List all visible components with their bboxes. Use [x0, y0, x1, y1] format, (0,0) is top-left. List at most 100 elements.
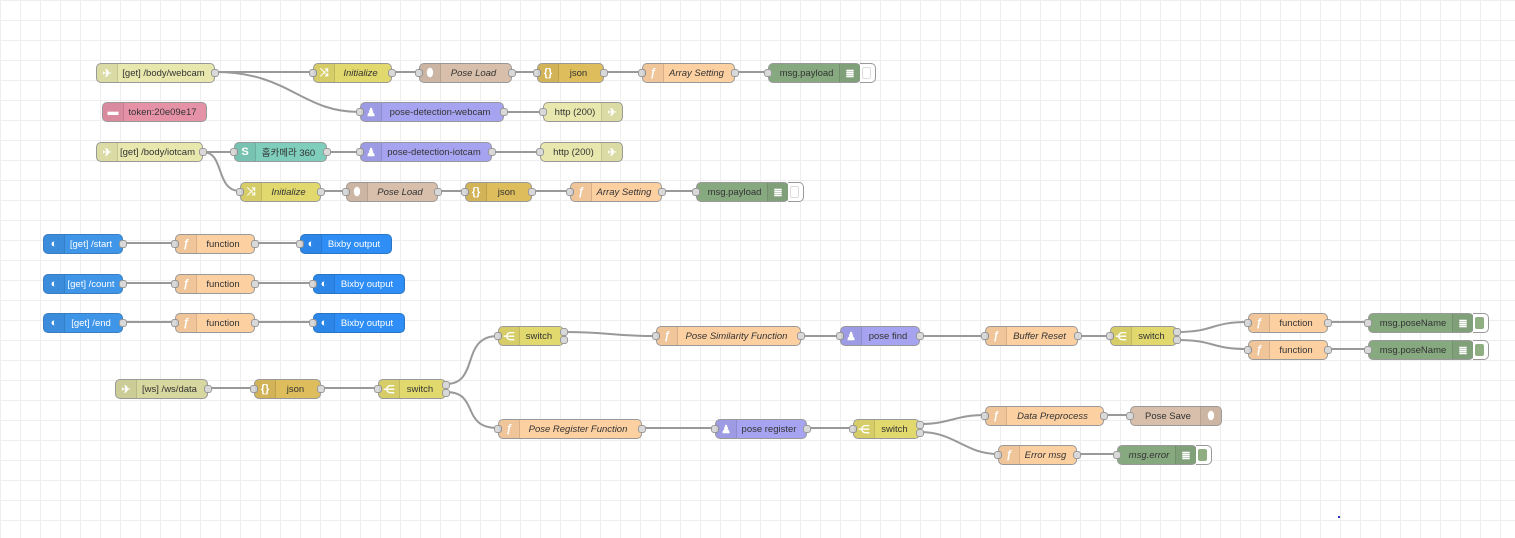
input-port[interactable]	[536, 148, 544, 156]
input-port[interactable]	[692, 188, 700, 196]
input-port[interactable]	[309, 319, 317, 327]
output-port[interactable]	[317, 188, 325, 196]
home-camera-node[interactable]: S 홈카메라 360	[230, 142, 331, 162]
output-port[interactable]	[1173, 328, 1181, 336]
input-port[interactable]	[1113, 451, 1121, 459]
output-port[interactable]	[1173, 336, 1181, 344]
switch-node[interactable]: ⋲ switch	[1106, 326, 1181, 346]
pose-similarity-function-node[interactable]: ƒ Pose Similarity Function	[652, 326, 805, 346]
input-port[interactable]	[981, 332, 989, 340]
get-iotcam-node[interactable]: ✈ [get] /body/iotcam	[96, 142, 207, 162]
output-port[interactable]	[1324, 346, 1332, 354]
bixby-start-node[interactable]: ◐ [get] /start	[43, 234, 127, 254]
json-node[interactable]: {} json	[461, 182, 536, 202]
function-node[interactable]: ƒ function	[1244, 340, 1332, 360]
output-port[interactable]	[500, 108, 508, 116]
output-port[interactable]	[1324, 319, 1332, 327]
get-webcam-node[interactable]: ✈ [get] /body/webcam	[96, 63, 219, 83]
token-config-node[interactable]: ▬ token:20e09e17	[102, 102, 207, 122]
input-port[interactable]	[1244, 346, 1252, 354]
pose-detection-iotcam-node[interactable]: ♟ pose-detection-iotcam	[356, 142, 496, 162]
input-port[interactable]	[342, 188, 350, 196]
function-node[interactable]: ƒ function	[171, 313, 259, 333]
pose-load-node[interactable]: ⬮ Pose Load	[342, 182, 442, 202]
pose-register-node[interactable]: ♟ pose register	[711, 419, 811, 439]
error-msg-node[interactable]: ƒ Error msg	[994, 445, 1081, 465]
output-port[interactable]	[797, 332, 805, 340]
bixby-count-node[interactable]: ◐ [get] /count	[43, 274, 127, 294]
output-port[interactable]	[916, 421, 924, 429]
output-port[interactable]	[442, 389, 450, 397]
output-port[interactable]	[508, 69, 516, 77]
pose-register-function-node[interactable]: ƒ Pose Register Function	[494, 419, 646, 439]
output-port[interactable]	[119, 280, 127, 288]
output-port[interactable]	[119, 319, 127, 327]
output-port[interactable]	[119, 240, 127, 248]
debug-node[interactable]: msg.payload ≣	[692, 182, 804, 202]
input-port[interactable]	[356, 108, 364, 116]
debug-toggle-button[interactable]	[788, 182, 804, 202]
output-port[interactable]	[916, 332, 924, 340]
input-port[interactable]	[1244, 319, 1252, 327]
pose-detection-webcam-node[interactable]: ♟ pose-detection-webcam	[356, 102, 508, 122]
input-port[interactable]	[652, 332, 660, 340]
input-port[interactable]	[230, 148, 238, 156]
array-setting-node[interactable]: ƒ Array Setting	[638, 63, 739, 83]
output-port[interactable]	[434, 188, 442, 196]
input-port[interactable]	[356, 148, 364, 156]
input-port[interactable]	[494, 332, 502, 340]
output-port[interactable]	[658, 188, 666, 196]
json-node[interactable]: {} json	[533, 63, 608, 83]
input-port[interactable]	[461, 188, 469, 196]
output-port[interactable]	[388, 69, 396, 77]
input-port[interactable]	[236, 188, 244, 196]
function-node[interactable]: ƒ function	[171, 234, 259, 254]
input-port[interactable]	[494, 425, 502, 433]
output-port[interactable]	[251, 319, 259, 327]
input-port[interactable]	[309, 280, 317, 288]
input-port[interactable]	[638, 69, 646, 77]
output-port[interactable]	[251, 240, 259, 248]
output-port[interactable]	[803, 425, 811, 433]
input-port[interactable]	[836, 332, 844, 340]
debug-toggle-button[interactable]	[860, 63, 876, 83]
output-port[interactable]	[1100, 412, 1108, 420]
input-port[interactable]	[849, 425, 857, 433]
debug-toggle-button[interactable]	[1196, 445, 1212, 465]
switch-node[interactable]: ⋲ switch	[849, 419, 924, 439]
input-port[interactable]	[171, 240, 179, 248]
input-port[interactable]	[994, 451, 1002, 459]
array-setting-node[interactable]: ƒ Array Setting	[566, 182, 666, 202]
input-port[interactable]	[171, 280, 179, 288]
data-preprocess-node[interactable]: ƒ Data Preprocess	[981, 406, 1108, 426]
bixby-end-node[interactable]: ◐ [get] /end	[43, 313, 127, 333]
debug-node[interactable]: msg.payload ≣	[764, 63, 876, 83]
input-port[interactable]	[1126, 412, 1134, 420]
debug-node[interactable]: msg.poseName ≣	[1364, 340, 1489, 360]
debug-toggle-button[interactable]	[1473, 313, 1489, 333]
output-port[interactable]	[204, 385, 212, 393]
input-port[interactable]	[1364, 319, 1372, 327]
bixby-output-node[interactable]: ◐ Bixby output	[296, 234, 392, 254]
debug-node[interactable]: msg.poseName ≣	[1364, 313, 1489, 333]
output-port[interactable]	[488, 148, 496, 156]
output-port[interactable]	[1073, 451, 1081, 459]
debug-toggle-button[interactable]	[1473, 340, 1489, 360]
input-port[interactable]	[566, 188, 574, 196]
output-port[interactable]	[528, 188, 536, 196]
input-port[interactable]	[374, 385, 382, 393]
debug-node[interactable]: msg.error ≣	[1113, 445, 1212, 465]
input-port[interactable]	[1364, 346, 1372, 354]
output-port[interactable]	[731, 69, 739, 77]
input-port[interactable]	[250, 385, 258, 393]
ws-data-node[interactable]: ✈ [ws] /ws/data	[115, 379, 212, 399]
pose-save-node[interactable]: Pose Save ⬮	[1126, 406, 1222, 426]
output-port[interactable]	[1074, 332, 1082, 340]
input-port[interactable]	[309, 69, 317, 77]
bixby-output-node[interactable]: ◐ Bixby output	[309, 274, 405, 294]
output-port[interactable]	[323, 148, 331, 156]
function-node[interactable]: ƒ function	[1244, 313, 1332, 333]
switch-node[interactable]: ⋲ switch	[494, 326, 568, 346]
input-port[interactable]	[296, 240, 304, 248]
function-node[interactable]: ƒ function	[171, 274, 259, 294]
